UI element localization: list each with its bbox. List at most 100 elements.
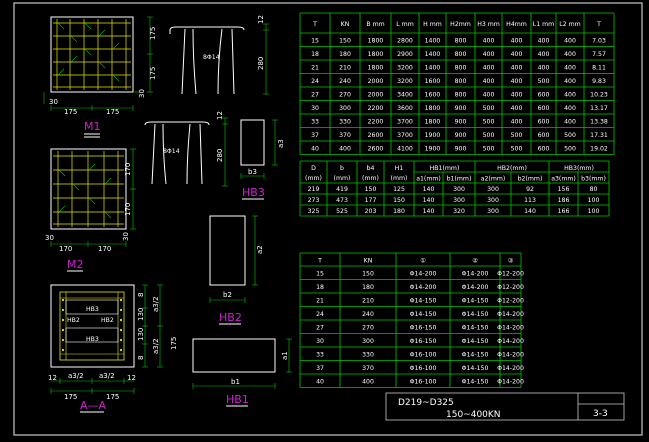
table1-cell: 600	[538, 132, 550, 139]
sheet-number: 3-3	[593, 409, 608, 419]
table1-header-cell: H3 mm	[477, 21, 500, 28]
table1-cell: 400	[511, 51, 523, 58]
table3-header-cell: ①	[420, 258, 426, 265]
table2-header-cell: H1	[395, 165, 404, 172]
label-aa: A—A	[80, 399, 107, 412]
table1-cell: 1900	[425, 132, 441, 139]
table1-header-cell: L mm	[396, 21, 413, 28]
table1-cell: 3600	[397, 105, 413, 112]
table1-cell: 400	[483, 38, 495, 45]
table1-cell: 400	[511, 105, 523, 112]
table1-cell: 800	[455, 51, 467, 58]
table2-cell: 320	[453, 208, 465, 215]
table2-cell: 419	[336, 186, 348, 193]
dim-m2-170-right: 170	[98, 245, 111, 253]
dim-aa-a3-2-bottom: a3/2	[152, 338, 160, 354]
table2-cell: 177	[365, 197, 377, 204]
table2-cell: 186	[558, 197, 570, 204]
table3-cell: Φ14-150	[462, 365, 489, 372]
table3-cell: Φ14-200	[497, 379, 524, 386]
table1-cell: 330	[339, 119, 351, 126]
table1-cell: 9.83	[592, 78, 606, 85]
table3-cell: 210	[362, 298, 374, 305]
label-rebar-8phi14-1: 8Φ14	[203, 54, 220, 61]
table2-cell: 140	[524, 208, 536, 215]
table1-header-cell: KN	[341, 21, 350, 28]
table2-cell: 203	[365, 208, 377, 215]
table3-cell: Φ14-150	[462, 311, 489, 318]
dim-aa-a3-2-top: a3/2	[152, 296, 160, 312]
table2-subheader-cell: b3(mm)	[581, 176, 606, 183]
table3-cell: 40	[316, 379, 324, 386]
dim-m2-30-right: 30	[122, 232, 130, 241]
table2-cell: 150	[393, 197, 405, 204]
table3-cell: 30	[316, 338, 324, 345]
table2-subheader-cell: b1(mm)	[447, 176, 472, 183]
section-aa: HB2 HB3 HB2 HB3 8 130 130 8 a3/2 a3/2 17…	[48, 284, 178, 413]
table2-cell: 325	[308, 208, 320, 215]
table3-cell: 24	[316, 311, 324, 318]
table1-cell: 900	[455, 132, 467, 139]
table2-cell: 92	[526, 186, 534, 193]
table3-cell: 18	[316, 284, 324, 291]
table2-subheader-cell: a3(mm)	[551, 176, 576, 183]
table1-cell: 2200	[368, 119, 384, 126]
table1-cell: 7.57	[592, 51, 606, 58]
table1-cell: 1800	[368, 51, 384, 58]
table3-cell: Φ14-150	[462, 352, 489, 359]
table1-cell: 400	[538, 38, 550, 45]
table1-cell: 37	[311, 132, 319, 139]
dim-aa-130-top: 130	[137, 308, 145, 321]
table2-cell: 300	[453, 186, 465, 193]
dim-aa-8-bottom: 8	[137, 356, 145, 360]
table1-cell: 800	[455, 38, 467, 45]
table1-cell: 400	[564, 51, 576, 58]
label-hb1: HB1	[226, 393, 249, 406]
table1-cell: 500	[483, 119, 495, 126]
table1-cell: 400	[538, 65, 550, 72]
table1-cell: 600	[538, 119, 550, 126]
table1-cell: 3200	[397, 78, 413, 85]
dim-m2-170-left: 170	[59, 245, 72, 253]
label-m1: M1	[84, 120, 101, 133]
table3-cell: 37	[316, 365, 324, 372]
table1-cell: 800	[455, 78, 467, 85]
table2-cell: 140	[423, 208, 435, 215]
table1-cell: 13.38	[590, 119, 608, 126]
table1-cell: 150	[339, 38, 351, 45]
table1-cell: 900	[455, 105, 467, 112]
table2-cell: 219	[308, 186, 320, 193]
table1-cell: 15	[311, 38, 319, 45]
dim-m2-170-upper: 170	[124, 163, 132, 176]
title-diameter-range: D219~D325	[398, 398, 454, 408]
table1-cell: 400	[483, 78, 495, 85]
dim-m1-175-upper: 175	[149, 27, 157, 40]
table3-header-cell: ③	[508, 258, 514, 265]
table1-cell: 1400	[425, 51, 441, 58]
table1-cell: 3200	[397, 65, 413, 72]
dim-hb2-b2: b2	[223, 291, 232, 299]
table3-cell: 330	[362, 352, 374, 359]
table2-header-cell: (mm)	[334, 175, 351, 182]
table1-cell: 400	[483, 65, 495, 72]
table1-cell: 2600	[368, 132, 384, 139]
table1-cell: 13.17	[590, 105, 608, 112]
table2-cell: 525	[336, 208, 348, 215]
table1-cell: 8.11	[592, 65, 606, 72]
table1-header-cell: H2mm	[450, 21, 471, 28]
dim-aa-175-vertical: 175	[170, 337, 178, 350]
table1-cell: 900	[455, 146, 467, 153]
table3-cell: 370	[362, 365, 374, 372]
table2-subheader-cell: b2(mm)	[518, 176, 543, 183]
label-aa-hb2-right: HB2	[101, 317, 114, 324]
table1-cell: 900	[455, 119, 467, 126]
table1-cell: 400	[564, 78, 576, 85]
table3-cell: 15	[316, 271, 324, 278]
table1-cell: 500	[564, 146, 576, 153]
table2-header-cell: D	[311, 165, 316, 172]
table1-header-cell: L2 mm	[559, 21, 580, 28]
dim-leg1-280: 280	[257, 57, 265, 70]
table1-cell: 24	[311, 78, 319, 85]
table1-cell: 17.31	[590, 132, 608, 139]
table1-cell: 400	[339, 146, 351, 153]
